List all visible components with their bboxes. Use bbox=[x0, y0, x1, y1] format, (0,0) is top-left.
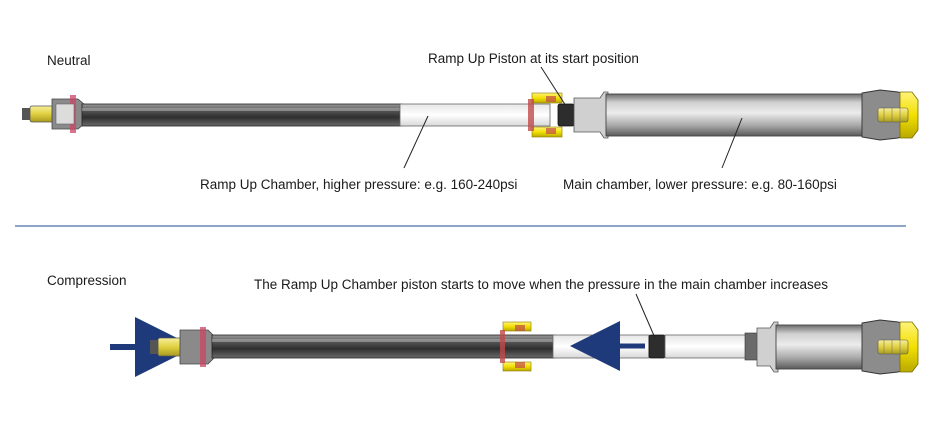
label-ramp-up-chamber: Ramp Up Chamber, higher pressure: e.g. 1… bbox=[200, 177, 518, 192]
neutral-assembly bbox=[22, 66, 919, 169]
main-chamber-neutral bbox=[605, 93, 865, 137]
seal-collar-compression bbox=[500, 321, 532, 372]
right-end-cap-compression bbox=[861, 319, 919, 375]
section-label-compression: Compression bbox=[47, 273, 127, 288]
left-valve-cap-compression bbox=[150, 327, 215, 367]
ramp-up-piston-compression bbox=[648, 334, 666, 359]
label-piston-starts-move: The Ramp Up Chamber piston starts to mov… bbox=[254, 277, 829, 292]
leader-line-piston-move bbox=[635, 293, 656, 339]
section-label-neutral: Neutral bbox=[47, 53, 91, 68]
stanchion-shaft bbox=[81, 103, 403, 127]
leader-line-ramp-chamber bbox=[403, 115, 429, 169]
ramp-up-piston-neutral bbox=[557, 103, 575, 127]
leader-line-piston bbox=[540, 66, 567, 107]
label-ramp-up-piston: Ramp Up Piston at its start position bbox=[428, 51, 639, 66]
label-main-chamber: Main chamber, lower pressure: e.g. 80-16… bbox=[563, 177, 837, 192]
seal-collar-neutral bbox=[528, 92, 563, 138]
ramp-up-chamber-neutral bbox=[399, 103, 551, 127]
leader-line-main-chamber bbox=[721, 117, 743, 169]
left-valve-cap bbox=[22, 95, 85, 133]
main-chamber-compression bbox=[775, 324, 865, 370]
compression-assembly bbox=[110, 293, 919, 377]
right-end-cap-neutral bbox=[861, 89, 919, 141]
